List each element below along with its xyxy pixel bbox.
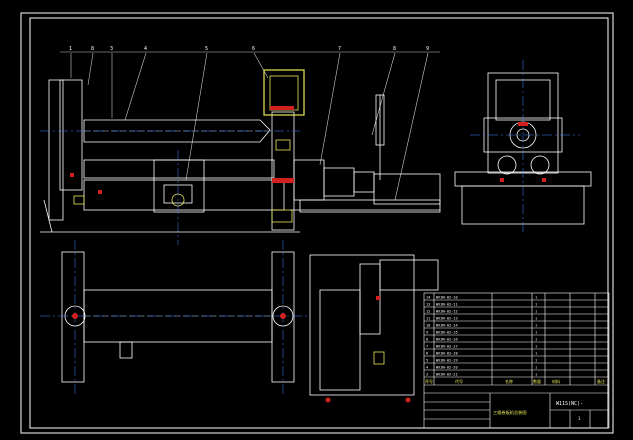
top-view-red-accents	[72, 296, 411, 403]
svg-text:WX3N-02-21: WX3N-02-21	[436, 373, 458, 377]
svg-text:7: 7	[426, 345, 428, 349]
header-note: 备注	[597, 378, 605, 384]
svg-text:1: 1	[535, 317, 537, 321]
table-row: 6 WX3N-02-18 1	[426, 352, 537, 356]
header-name: 名称	[505, 378, 513, 384]
parts-list-header: 序号 代号 名称 数量 材料 备注	[425, 378, 605, 384]
balloon-5: 5	[205, 46, 208, 52]
svg-text:6: 6	[426, 352, 428, 356]
outer-frame	[20, 12, 614, 434]
side-view	[454, 60, 592, 235]
side-view-red-accents	[500, 122, 546, 182]
table-row: 13 WX3N-02-11 1	[426, 303, 537, 307]
header-no: 序号	[425, 378, 433, 384]
top-view-yellow-accents	[373, 351, 385, 365]
parts-list-rows: 14 WX3N-02-10 1 13 WX3N-02-11 1 12 WX3N-…	[426, 296, 537, 377]
header-qty: 数量	[533, 378, 541, 384]
table-row: 7 WX3N-02-17 1	[426, 345, 537, 349]
table-row: 9 WX3N-02-15 1	[426, 331, 537, 335]
svg-text:5: 5	[426, 359, 428, 363]
svg-text:1: 1	[535, 303, 537, 307]
svg-text:WX3N-02-18: WX3N-02-18	[436, 352, 458, 356]
table-row: 3 WX3N-02-21 1	[426, 373, 537, 377]
svg-text:WX3N-02-19: WX3N-02-19	[436, 359, 458, 363]
svg-text:WX3N-02-17: WX3N-02-17	[436, 345, 458, 349]
balloon-6: 6	[252, 46, 255, 52]
front-view	[40, 51, 441, 245]
svg-text:1: 1	[535, 296, 537, 300]
svg-text:WX3N-02-14: WX3N-02-14	[436, 324, 458, 328]
front-view-red-accents	[70, 106, 294, 194]
parts-list-grid	[423, 292, 610, 429]
svg-text:WX3N-02-20: WX3N-02-20	[436, 366, 458, 370]
balloon-labels: 1 8 3 4 5 6 7 8 9	[69, 46, 429, 52]
table-row: 8 WX3N-02-16 1	[426, 338, 537, 342]
balloon-9: 9	[426, 46, 429, 52]
svg-text:1: 1	[535, 359, 537, 363]
svg-text:WX3N-02-16: WX3N-02-16	[436, 338, 458, 342]
table-row: 5 WX3N-02-19 1	[426, 359, 537, 363]
drawing-title: 三辊卷板机总装图	[493, 409, 527, 416]
svg-text:1: 1	[535, 331, 537, 335]
svg-text:3: 3	[426, 373, 428, 377]
front-view-yellow-accents	[73, 139, 293, 223]
header-material: 材料	[552, 378, 560, 384]
header-code: 代号	[455, 378, 463, 384]
table-row: 4 WX3N-02-20 1	[426, 366, 537, 370]
svg-text:WX3N-02-13: WX3N-02-13	[436, 317, 458, 321]
svg-text:13: 13	[426, 303, 430, 307]
svg-text:WX3N-02-10: WX3N-02-10	[436, 296, 458, 300]
svg-text:WX3N-02-15: WX3N-02-15	[436, 331, 458, 335]
svg-text:11: 11	[426, 317, 430, 321]
svg-text:1: 1	[535, 345, 537, 349]
table-row: 12 WX3N-02-12 1	[426, 310, 537, 314]
svg-text:1: 1	[535, 373, 537, 377]
svg-text:1: 1	[535, 324, 537, 328]
balloon-2: 8	[91, 46, 94, 52]
balloon-8: 8	[393, 46, 396, 52]
svg-text:4: 4	[426, 366, 428, 370]
balloon-3: 3	[110, 46, 113, 52]
table-row: 10 WX3N-02-14 1	[426, 324, 537, 328]
inner-frame	[29, 17, 609, 429]
table-row: 11 WX3N-02-13 1	[426, 317, 537, 321]
svg-text:8: 8	[426, 338, 428, 342]
svg-text:1: 1	[535, 366, 537, 370]
balloon-7: 7	[338, 46, 341, 52]
svg-text:WX3N-02-12: WX3N-02-12	[436, 310, 458, 314]
svg-text:10: 10	[426, 324, 430, 328]
sheet-number: 1	[578, 416, 581, 421]
svg-text:1: 1	[535, 310, 537, 314]
svg-text:12: 12	[426, 310, 430, 314]
svg-text:1: 1	[535, 352, 537, 356]
svg-text:14: 14	[426, 296, 430, 300]
svg-text:WX3N-02-11: WX3N-02-11	[436, 303, 458, 307]
drawing-number: W11S(NC)-	[556, 401, 583, 407]
balloon-1: 1	[69, 46, 72, 52]
title-block: W11S(NC)- 三辊卷板机总装图 1	[493, 401, 583, 421]
svg-text:9: 9	[426, 331, 428, 335]
table-row: 14 WX3N-02-10 1	[426, 296, 537, 300]
svg-text:1: 1	[535, 338, 537, 342]
top-view	[40, 240, 439, 396]
balloon-4: 4	[144, 46, 147, 52]
